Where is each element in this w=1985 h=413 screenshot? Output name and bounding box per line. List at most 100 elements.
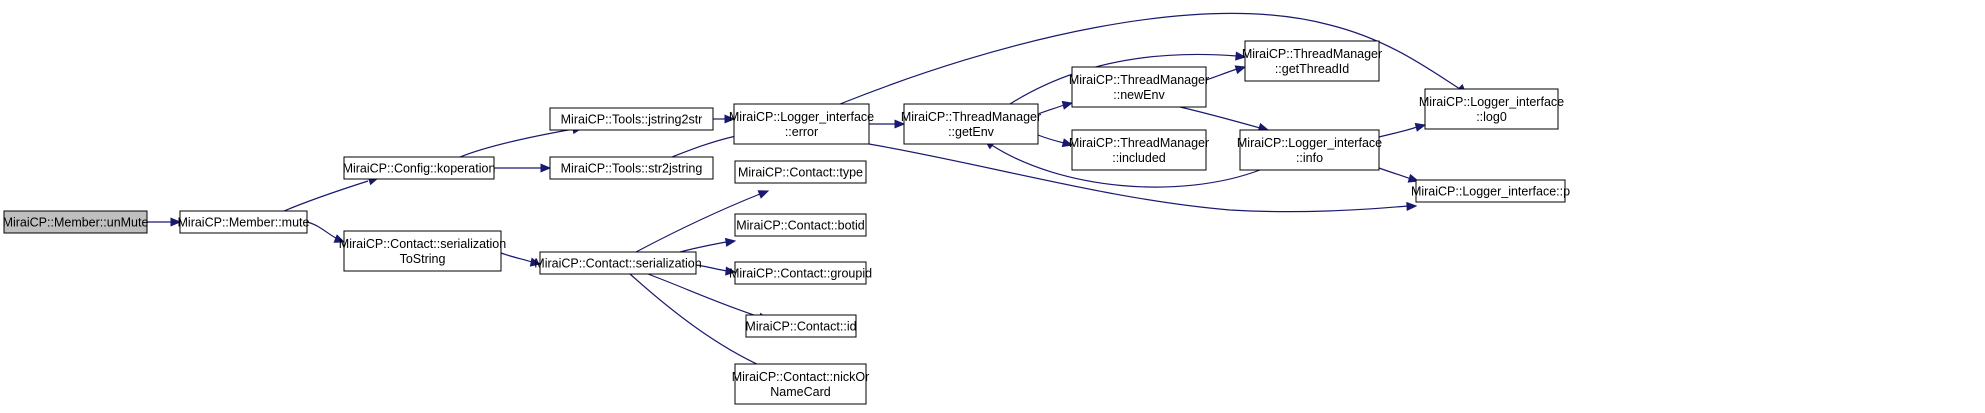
edge-line bbox=[989, 143, 1261, 188]
edge-line bbox=[1037, 134, 1065, 144]
node-groupid[interactable]: MiraiCP::Contact::groupid bbox=[729, 261, 872, 285]
node-log0[interactable]: MiraiCP::Logger_interface::log0 bbox=[1419, 88, 1564, 130]
node-mute[interactable]: MiraiCP::Member::mute bbox=[178, 210, 310, 234]
edge-info-to-log0 bbox=[1378, 122, 1427, 138]
node-jstring2str[interactable]: MiraiCP::Tools::jstring2str bbox=[549, 107, 714, 131]
edge-mute-to-sertostr bbox=[306, 221, 346, 243]
node-box bbox=[1071, 66, 1207, 108]
arrowhead-icon bbox=[757, 190, 770, 199]
node-box bbox=[343, 156, 495, 180]
edge-line bbox=[671, 135, 737, 158]
arrowhead-icon bbox=[1061, 100, 1074, 110]
node-label: MiraiCP::Member::mute bbox=[178, 216, 310, 230]
node-label: ::getEnv bbox=[948, 125, 995, 139]
arrowhead-icon bbox=[1406, 201, 1418, 212]
node-included[interactable]: MiraiCP::ThreadManager::included bbox=[1069, 129, 1209, 171]
node-label: MiraiCP::Member::unMute bbox=[3, 216, 149, 230]
node-label: MiraiCP::Contact::type bbox=[738, 166, 863, 180]
node-box bbox=[1424, 88, 1559, 130]
node-label: ::info bbox=[1296, 151, 1323, 165]
edge-serialization-to-type bbox=[635, 190, 770, 253]
node-getEnv[interactable]: MiraiCP::ThreadManager::getEnv bbox=[901, 103, 1041, 145]
node-box bbox=[903, 103, 1039, 145]
node-box bbox=[745, 314, 857, 338]
edge-line bbox=[629, 273, 776, 373]
node-label: MiraiCP::Contact::groupid bbox=[729, 267, 872, 281]
edge-info-to-p bbox=[1378, 167, 1420, 183]
node-serialization[interactable]: MiraiCP::Contact::serialization bbox=[534, 251, 702, 275]
arrowhead-icon bbox=[1061, 138, 1074, 148]
node-box bbox=[1071, 129, 1207, 171]
node-label: MiraiCP::Tools::jstring2str bbox=[561, 113, 703, 127]
node-label: NameCard bbox=[770, 385, 830, 399]
node-label: ToString bbox=[400, 252, 446, 266]
edge-str2jstring-to-error bbox=[671, 131, 746, 158]
edge-line bbox=[1378, 126, 1418, 138]
edge-line bbox=[839, 12, 1461, 105]
node-botid[interactable]: MiraiCP::Contact::botid bbox=[734, 213, 867, 237]
node-label: MiraiCP::ThreadManager bbox=[1242, 47, 1382, 61]
edge-mute-to-koperation bbox=[283, 176, 380, 212]
arrowhead-icon bbox=[540, 163, 552, 173]
node-label: MiraiCP::ThreadManager bbox=[1069, 136, 1209, 150]
node-koperation[interactable]: MiraiCP::Config::koperation bbox=[343, 156, 496, 180]
node-box bbox=[734, 160, 867, 184]
node-label: ::included bbox=[1112, 151, 1166, 165]
node-label: ::getThreadId bbox=[1275, 62, 1349, 76]
edge-newEnv-to-info bbox=[1179, 106, 1270, 132]
edge-line bbox=[283, 180, 369, 212]
node-getThreadId[interactable]: MiraiCP::ThreadManager::getThreadId bbox=[1242, 40, 1382, 82]
node-label: MiraiCP::Contact::serialization bbox=[339, 237, 506, 251]
edge-line bbox=[306, 221, 339, 240]
node-label: MiraiCP::Contact::botid bbox=[736, 219, 865, 233]
edge-koperation-to-str2jstring bbox=[494, 163, 552, 173]
node-cid[interactable]: MiraiCP::Contact::id bbox=[745, 314, 857, 338]
edge-line bbox=[1205, 68, 1238, 81]
edge-line bbox=[695, 264, 728, 272]
node-box bbox=[549, 107, 714, 131]
edge-line bbox=[868, 143, 1409, 213]
edge-getEnv-to-included bbox=[1037, 134, 1074, 148]
edge-line bbox=[1179, 106, 1261, 129]
node-str2jstring[interactable]: MiraiCP::Tools::str2jstring bbox=[549, 156, 714, 180]
node-box bbox=[1415, 179, 1566, 203]
node-box bbox=[343, 230, 502, 272]
edge-serialization-to-groupid bbox=[695, 264, 737, 276]
edge-error-to-getEnv bbox=[869, 119, 906, 129]
node-label: MiraiCP::Config::koperation bbox=[343, 162, 496, 176]
node-p[interactable]: MiraiCP::Logger_interface::p bbox=[1411, 179, 1570, 203]
node-info[interactable]: MiraiCP::Logger_interface::info bbox=[1237, 129, 1382, 171]
node-type[interactable]: MiraiCP::Contact::type bbox=[734, 160, 867, 184]
node-unmute[interactable]: MiraiCP::Member::unMute bbox=[3, 210, 149, 234]
edge-getEnv-to-newEnv bbox=[1037, 100, 1074, 115]
node-label: MiraiCP::Logger_interface::p bbox=[1411, 185, 1570, 199]
edge-jstring2str-to-error bbox=[713, 114, 736, 124]
node-error[interactable]: MiraiCP::Logger_interface::error bbox=[729, 103, 874, 145]
edge-line bbox=[459, 128, 575, 158]
node-newEnv[interactable]: MiraiCP::ThreadManager::newEnv bbox=[1069, 66, 1209, 108]
node-label: MiraiCP::Logger_interface bbox=[729, 110, 874, 124]
node-label: MiraiCP::Logger_interface bbox=[1237, 136, 1382, 150]
node-box bbox=[539, 251, 697, 275]
node-label: MiraiCP::Logger_interface bbox=[1419, 95, 1564, 109]
edge-newEnv-to-getThreadId bbox=[1205, 65, 1247, 81]
node-label: MiraiCP::Contact::id bbox=[745, 320, 856, 334]
edge-line bbox=[635, 193, 761, 253]
edge-line bbox=[679, 241, 727, 253]
node-label: ::log0 bbox=[1476, 110, 1507, 124]
edge-line bbox=[500, 252, 533, 263]
arrowhead-icon bbox=[170, 217, 182, 227]
node-box bbox=[549, 156, 714, 180]
arrowhead-icon bbox=[725, 266, 737, 276]
node-label: MiraiCP::Contact::nickOr bbox=[732, 370, 870, 384]
node-label: ::newEnv bbox=[1113, 88, 1165, 102]
arrowhead-icon bbox=[724, 114, 736, 124]
edge-line bbox=[1037, 104, 1065, 115]
node-box bbox=[1244, 40, 1380, 82]
edge-line bbox=[647, 273, 761, 318]
edge-error-to-p bbox=[868, 143, 1418, 213]
call-nodes: MiraiCP::Member::unMute MiraiCP::Member::… bbox=[3, 40, 1570, 405]
